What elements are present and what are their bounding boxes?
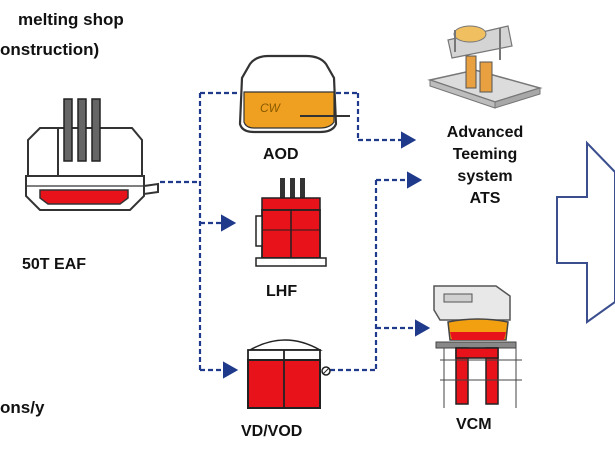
vcm-label: VCM	[456, 416, 492, 433]
aod-label: AOD	[263, 146, 299, 163]
header-line-1: melting shop	[18, 10, 124, 29]
ats-label-line-4: ATS	[469, 190, 501, 207]
connectors	[160, 91, 431, 379]
flow-arrow-outline	[556, 140, 615, 324]
svg-text:CW: CW	[260, 101, 282, 115]
lhf-label: LHF	[266, 283, 298, 300]
vacuum-casting-machine-icon	[433, 285, 522, 408]
vacuum-degasser-icon	[247, 339, 331, 409]
ladle-furnace-icon	[255, 178, 327, 267]
ats-label-line-1: Advanced	[446, 124, 524, 141]
aod-converter-icon: CW	[238, 54, 350, 134]
vd-label: VD/VOD	[241, 423, 303, 440]
eaf-label: 50T EAF	[22, 256, 87, 273]
ats-label-line-2: Teeming	[452, 146, 518, 163]
teeming-system-icon	[427, 25, 543, 109]
header-line-2: onstruction)	[0, 40, 100, 59]
capacity-fragment: ons/y	[0, 398, 45, 417]
ats-label-line-3: system	[457, 168, 513, 185]
electric-arc-furnace-icon	[25, 98, 159, 211]
ats-label: Advanced Teeming system ATS	[420, 122, 550, 210]
